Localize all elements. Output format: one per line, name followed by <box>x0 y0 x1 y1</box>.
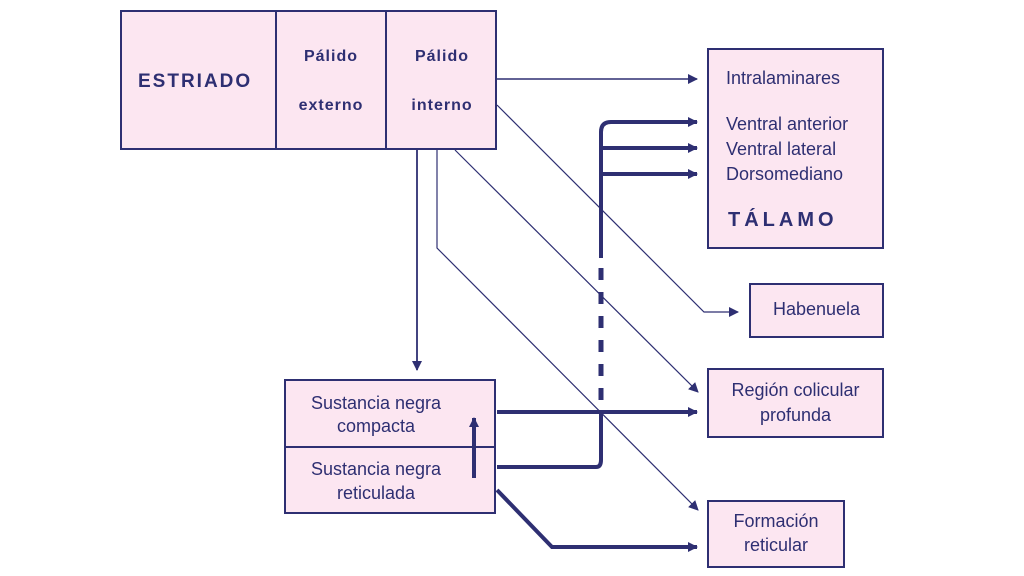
palido-externo-line1: Pálido <box>303 48 358 65</box>
region-colicular-box <box>707 368 884 438</box>
estriado-label: ESTRIADO <box>138 71 253 92</box>
formacion-reticular-box <box>707 500 845 568</box>
talamo-nucleus-ventral-lateral: Ventral lateral <box>726 139 837 159</box>
sustancia-reticulada-line2: reticulada <box>336 483 416 503</box>
talamo-nucleus-intralaminares: Intralaminares <box>726 68 841 88</box>
sustancia-negra-reticulada-box <box>284 446 496 514</box>
arrow-to-region-colicular <box>454 149 699 393</box>
talamo-nucleus-ventral-anterior: Ventral anterior <box>726 114 849 134</box>
formacion-reticular-line2: reticular <box>743 535 809 555</box>
arrow-to-habenuela <box>496 104 739 317</box>
sustancia-reticulada-line1: Sustancia negra <box>310 459 442 479</box>
formacion-reticular-line1: Formación <box>733 511 819 531</box>
thick-arrow-reticulada-to-formacion <box>495 488 698 552</box>
palido-externo-line2: externo <box>298 97 364 114</box>
habenuela-label: Habenuela <box>772 299 861 319</box>
palido-interno-line1: Pálido <box>414 48 469 65</box>
thick-vertical-thalamic-path <box>599 117 698 258</box>
sustancia-compacta-line1: Sustancia negra <box>310 393 442 413</box>
talamo-nucleus-dorsomediano: Dorsomediano <box>726 164 844 184</box>
talamo-title: TÁLAMO <box>728 209 838 231</box>
sustancia-compacta-line2: compacta <box>336 416 416 436</box>
region-colicular-line2: profunda <box>759 405 832 425</box>
talamo-box <box>707 48 884 249</box>
palido-externo-box <box>275 10 387 150</box>
region-colicular-line1: Región colicular <box>731 380 860 400</box>
palido-interno-line2: interno <box>411 97 473 114</box>
habenuela-box <box>749 283 884 338</box>
thick-line-reticulada-to-thalamus <box>497 410 603 469</box>
sustancia-negra-compacta-box <box>284 379 496 448</box>
arrow-to-formacion-reticular <box>436 150 699 511</box>
